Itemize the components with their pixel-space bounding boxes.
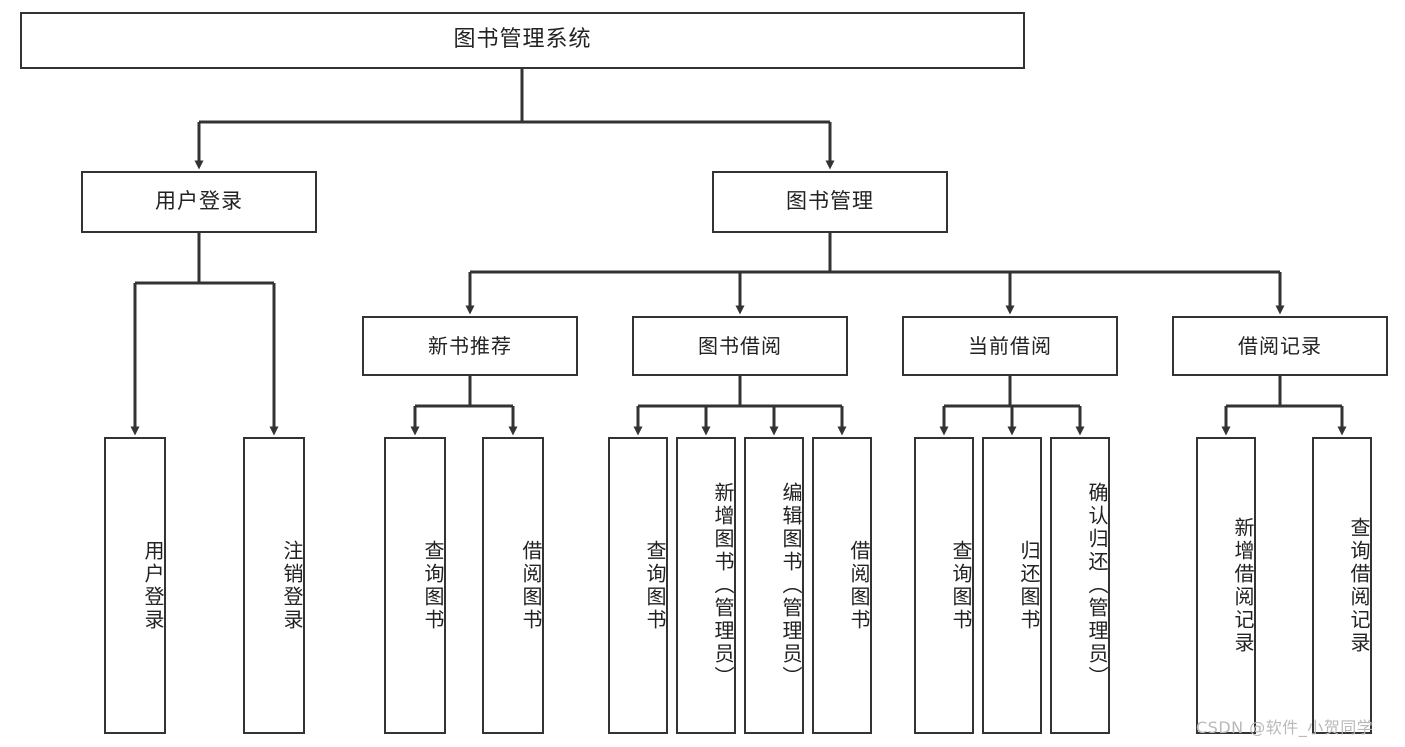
node-leaf-logout[interactable]: 注销登录 [243, 437, 305, 734]
node-leaf-add-record[interactable]: 新增借阅记录 [1196, 437, 1256, 734]
node-leaf-query-book-1[interactable]: 查询图书 [384, 437, 446, 734]
node-leaf-query-book-2[interactable]: 查询图书 [608, 437, 668, 734]
node-new-book-recommend[interactable]: 新书推荐 [362, 316, 578, 376]
node-leaf-borrow-book-2[interactable]: 借阅图书 [812, 437, 872, 734]
csdn-watermark: CSDN @软件_小贺同学 [1196, 718, 1374, 737]
node-borrow-record[interactable]: 借阅记录 [1172, 316, 1388, 376]
node-leaf-return-book[interactable]: 归还图书 [982, 437, 1042, 734]
node-current-borrow[interactable]: 当前借阅 [902, 316, 1118, 376]
node-leaf-query-book-3[interactable]: 查询图书 [914, 437, 974, 734]
node-leaf-edit-book[interactable]: 编辑图书（管理员） [744, 437, 804, 734]
node-leaf-borrow-book-1[interactable]: 借阅图书 [482, 437, 544, 734]
node-leaf-confirm-return[interactable]: 确认归还（管理员） [1050, 437, 1110, 734]
node-leaf-query-record[interactable]: 查询借阅记录 [1312, 437, 1372, 734]
node-leaf-add-book[interactable]: 新增图书（管理员） [676, 437, 736, 734]
node-book-borrow[interactable]: 图书借阅 [632, 316, 848, 376]
node-user-login[interactable]: 用户登录 [81, 171, 317, 233]
node-book-manage[interactable]: 图书管理 [712, 171, 948, 233]
node-leaf-user-login[interactable]: 用户登录 [104, 437, 166, 734]
node-root[interactable]: 图书管理系统 [20, 12, 1025, 69]
